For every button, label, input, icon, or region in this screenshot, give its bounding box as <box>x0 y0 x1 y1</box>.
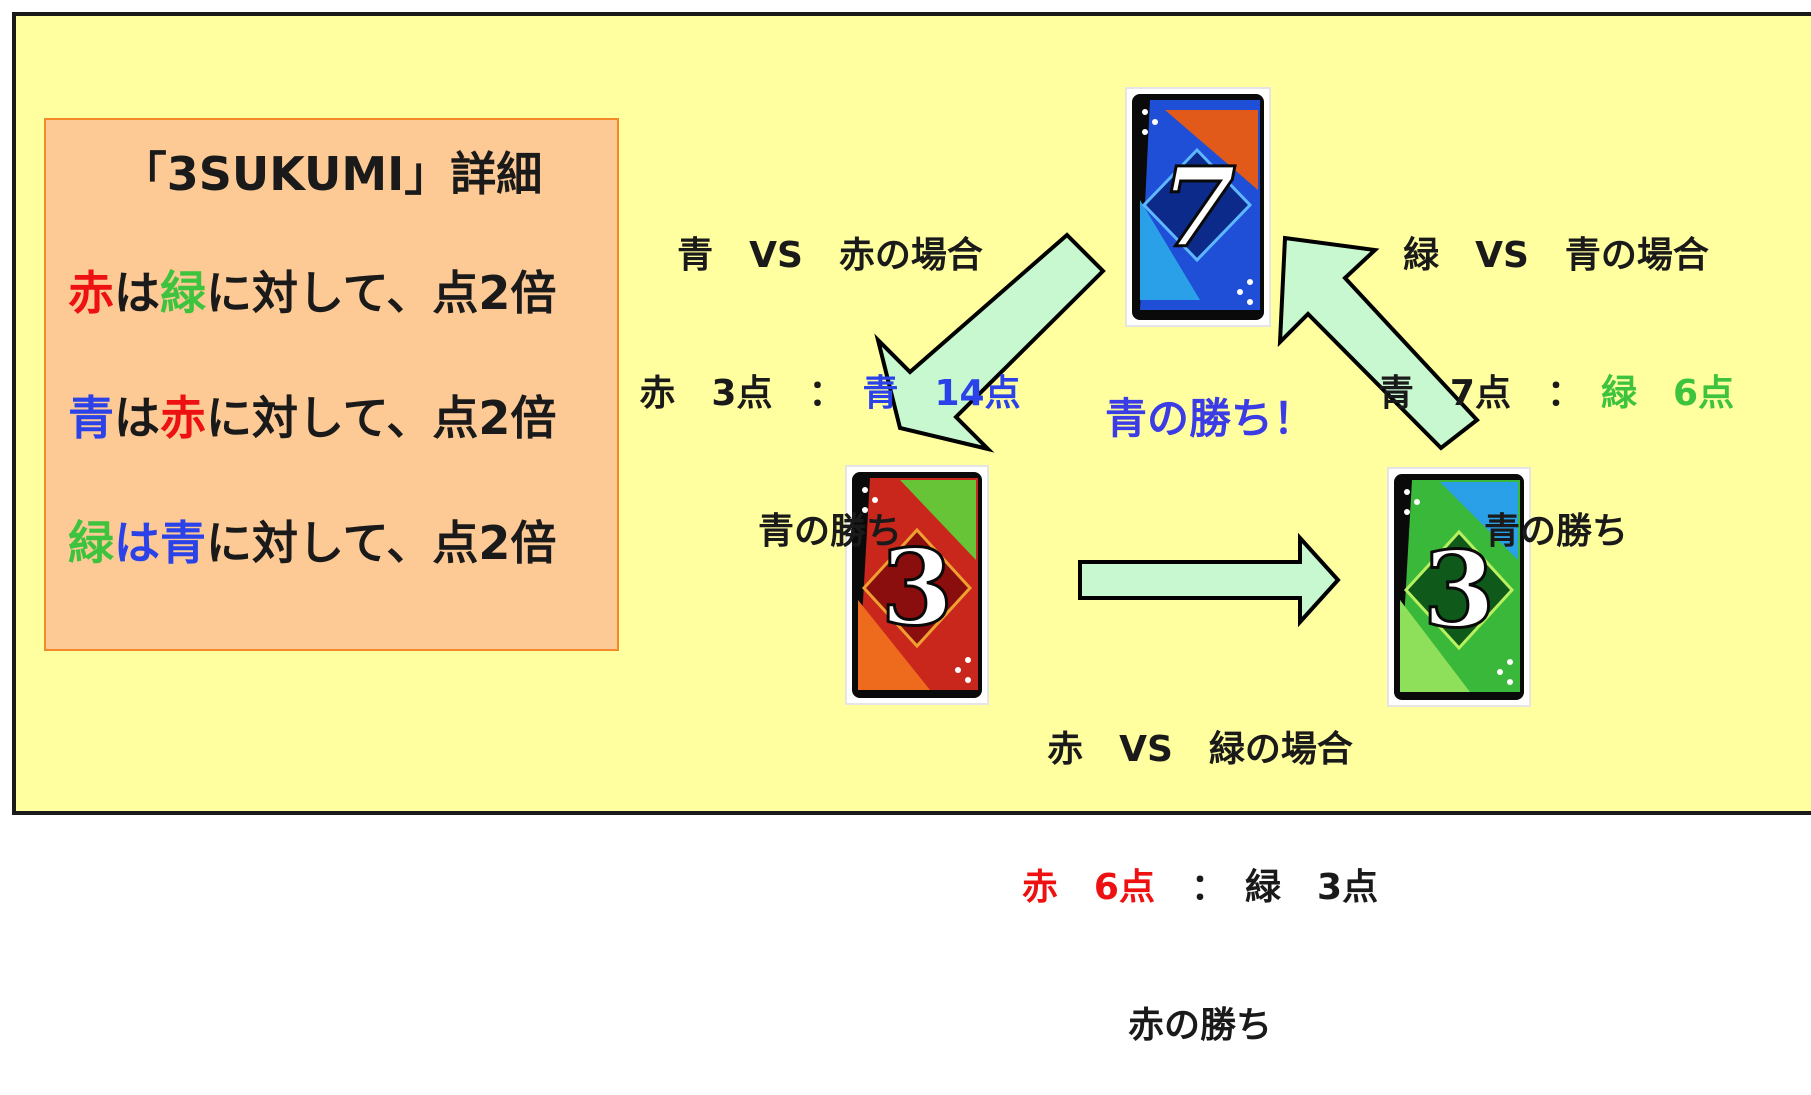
rule-object: 青 <box>160 516 206 570</box>
rule-suffix: に対して、点2倍 <box>206 516 557 570</box>
rule-blue-over-red: 青は赤に対して、点2倍 <box>68 382 556 448</box>
rules-panel: 「3SUKUMI」詳細 赤は緑に対して、点2倍 青は赤に対して、点2倍 緑は青に… <box>44 118 619 651</box>
score-left: 青 7点 <box>1377 373 1511 414</box>
rule-object: 緑 <box>160 266 206 320</box>
matchup-result: 青の勝ち <box>1483 511 1628 552</box>
rule-red-over-green: 赤は緑に対して、点2倍 <box>68 257 556 323</box>
rule-object: 赤 <box>160 391 206 445</box>
matchup-result: 青の勝ち <box>757 511 902 552</box>
matchup-heading: 緑 VS 青の場合 <box>1403 235 1709 276</box>
matchup-green-vs-blue: 緑 VS 青の場合 青 7点 ： 緑 6点 青の勝ち <box>1356 146 1756 601</box>
rule-suffix: に対して、点2倍 <box>206 266 557 320</box>
rule-particle: は <box>114 516 160 570</box>
score-separator: ： <box>1546 373 1565 414</box>
rule-subject: 緑 <box>68 516 114 570</box>
green-card-number: 3 <box>1423 528 1495 651</box>
matchup-red-vs-green: 赤 VS 緑の場合 赤 6点 ： 緑 3点 赤の勝ち <box>1000 640 1400 1095</box>
rule-subject: 赤 <box>68 266 114 320</box>
matchup-scores: 赤 6点 ： 緑 3点 <box>1000 860 1400 916</box>
matchup-blue-vs-red: 青 VS 赤の場合 赤 3点 ： 青 14点 青の勝ち <box>620 146 1040 601</box>
rule-suffix: に対して、点2倍 <box>206 391 557 445</box>
diagram-graphics: 7 3 3 <box>845 87 1531 707</box>
blue-card-icon: 7 <box>1125 87 1271 327</box>
arrow-green-to-blue <box>1277 235 1480 451</box>
matchup-heading: 青 VS 赤の場合 <box>677 235 983 276</box>
score-separator: ： <box>808 373 827 414</box>
red-card-icon: 3 <box>845 465 989 705</box>
score-left: 赤 6点 <box>1021 867 1155 908</box>
red-card-number: 3 <box>881 526 953 649</box>
score-right: 緑 3点 <box>1245 867 1379 908</box>
score-left: 赤 3点 <box>639 373 773 414</box>
rule-particle: は <box>114 391 160 445</box>
overall-result: 青の勝ち！ <box>1104 394 1315 443</box>
matchup-heading: 赤 VS 緑の場合 <box>1047 729 1353 770</box>
green-card-icon: 3 <box>1387 467 1531 707</box>
rule-particle: は <box>114 266 160 320</box>
rule-subject: 青 <box>68 391 114 445</box>
matchup-scores: 青 7点 ： 緑 6点 <box>1356 366 1756 422</box>
blue-card-number: 7 <box>1160 143 1237 272</box>
matchup-result: 赤の勝ち <box>1127 1005 1272 1046</box>
arrow-red-to-green <box>1078 532 1341 628</box>
rule-green-over-blue: 緑は青に対して、点2倍 <box>68 507 556 573</box>
matchup-scores: 赤 3点 ： 青 14点 <box>620 366 1040 422</box>
score-right: 青 14点 <box>862 373 1021 414</box>
score-right: 緑 6点 <box>1601 373 1735 414</box>
score-separator: ： <box>1190 867 1209 908</box>
rules-title: 「3SUKUMI」詳細 <box>120 147 543 201</box>
arrow-blue-to-red <box>874 232 1106 453</box>
